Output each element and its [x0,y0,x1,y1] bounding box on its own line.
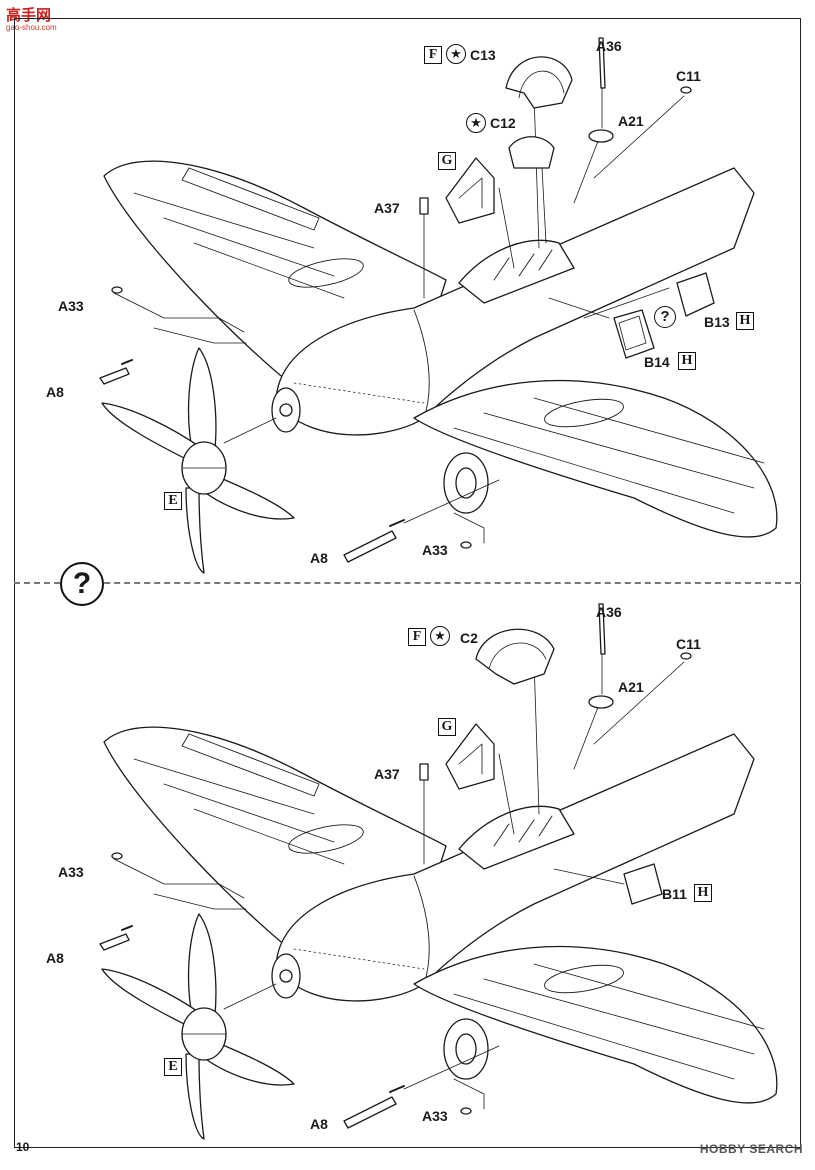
label-b14: B14 [644,354,670,370]
star-circle-icon: ★ [446,44,466,64]
label-c12: C12 [490,115,516,131]
site-logo-title: 高手网 [6,7,52,24]
label-a21: A21 [618,679,644,695]
label-c11: C11 [676,636,701,652]
label-a37: A37 [374,766,400,782]
watermark: HOBBY SEARCH [699,1142,803,1156]
top-assembly-panel: A36 F ★ C13 C11 ★ C12 A21 G A37 A33 ? B1… [14,18,801,582]
question-icon: ? [654,306,676,328]
label-a36: A36 [596,604,622,620]
top-aircraft-drawing [99,37,778,574]
label-a33-lower: A33 [422,1108,448,1124]
bottom-assembly-panel: A36 F ★ C2 C11 A21 G A37 A33 B11 H A8 E … [14,584,801,1148]
box-f: F [408,628,426,646]
label-a8-lower: A8 [310,550,328,566]
box-g: G [438,718,456,736]
box-e: E [164,1058,182,1076]
label-a21: A21 [618,113,644,129]
label-a37: A37 [374,200,400,216]
star-circle-icon: ★ [466,113,486,133]
label-a8-upper: A8 [46,950,64,966]
page-number: 10 [16,1140,30,1154]
box-g: G [438,152,456,170]
star-circle-icon: ★ [430,626,450,646]
site-logo: 高手网 gao-shou.com [6,4,57,32]
label-a8-upper: A8 [46,384,64,400]
label-c13: C13 [470,47,496,63]
bottom-aircraft-drawing [99,603,778,1140]
box-e: E [164,492,182,510]
label-b13: B13 [704,314,730,330]
box-f: F [424,46,442,64]
label-a33-lower: A33 [422,542,448,558]
divider-question-icon: ? [60,562,104,606]
label-a33-upper: A33 [58,298,84,314]
label-a33-upper: A33 [58,864,84,880]
label-c2: C2 [460,630,478,646]
label-a8-lower: A8 [310,1116,328,1132]
site-logo-subtitle: gao-shou.com [6,23,57,32]
label-c11: C11 [676,68,701,84]
label-b11: B11 [662,886,687,902]
box-h: H [736,312,754,330]
label-a36: A36 [596,38,622,54]
section-divider [14,582,801,584]
box-h: H [678,352,696,370]
box-h: H [694,884,712,902]
